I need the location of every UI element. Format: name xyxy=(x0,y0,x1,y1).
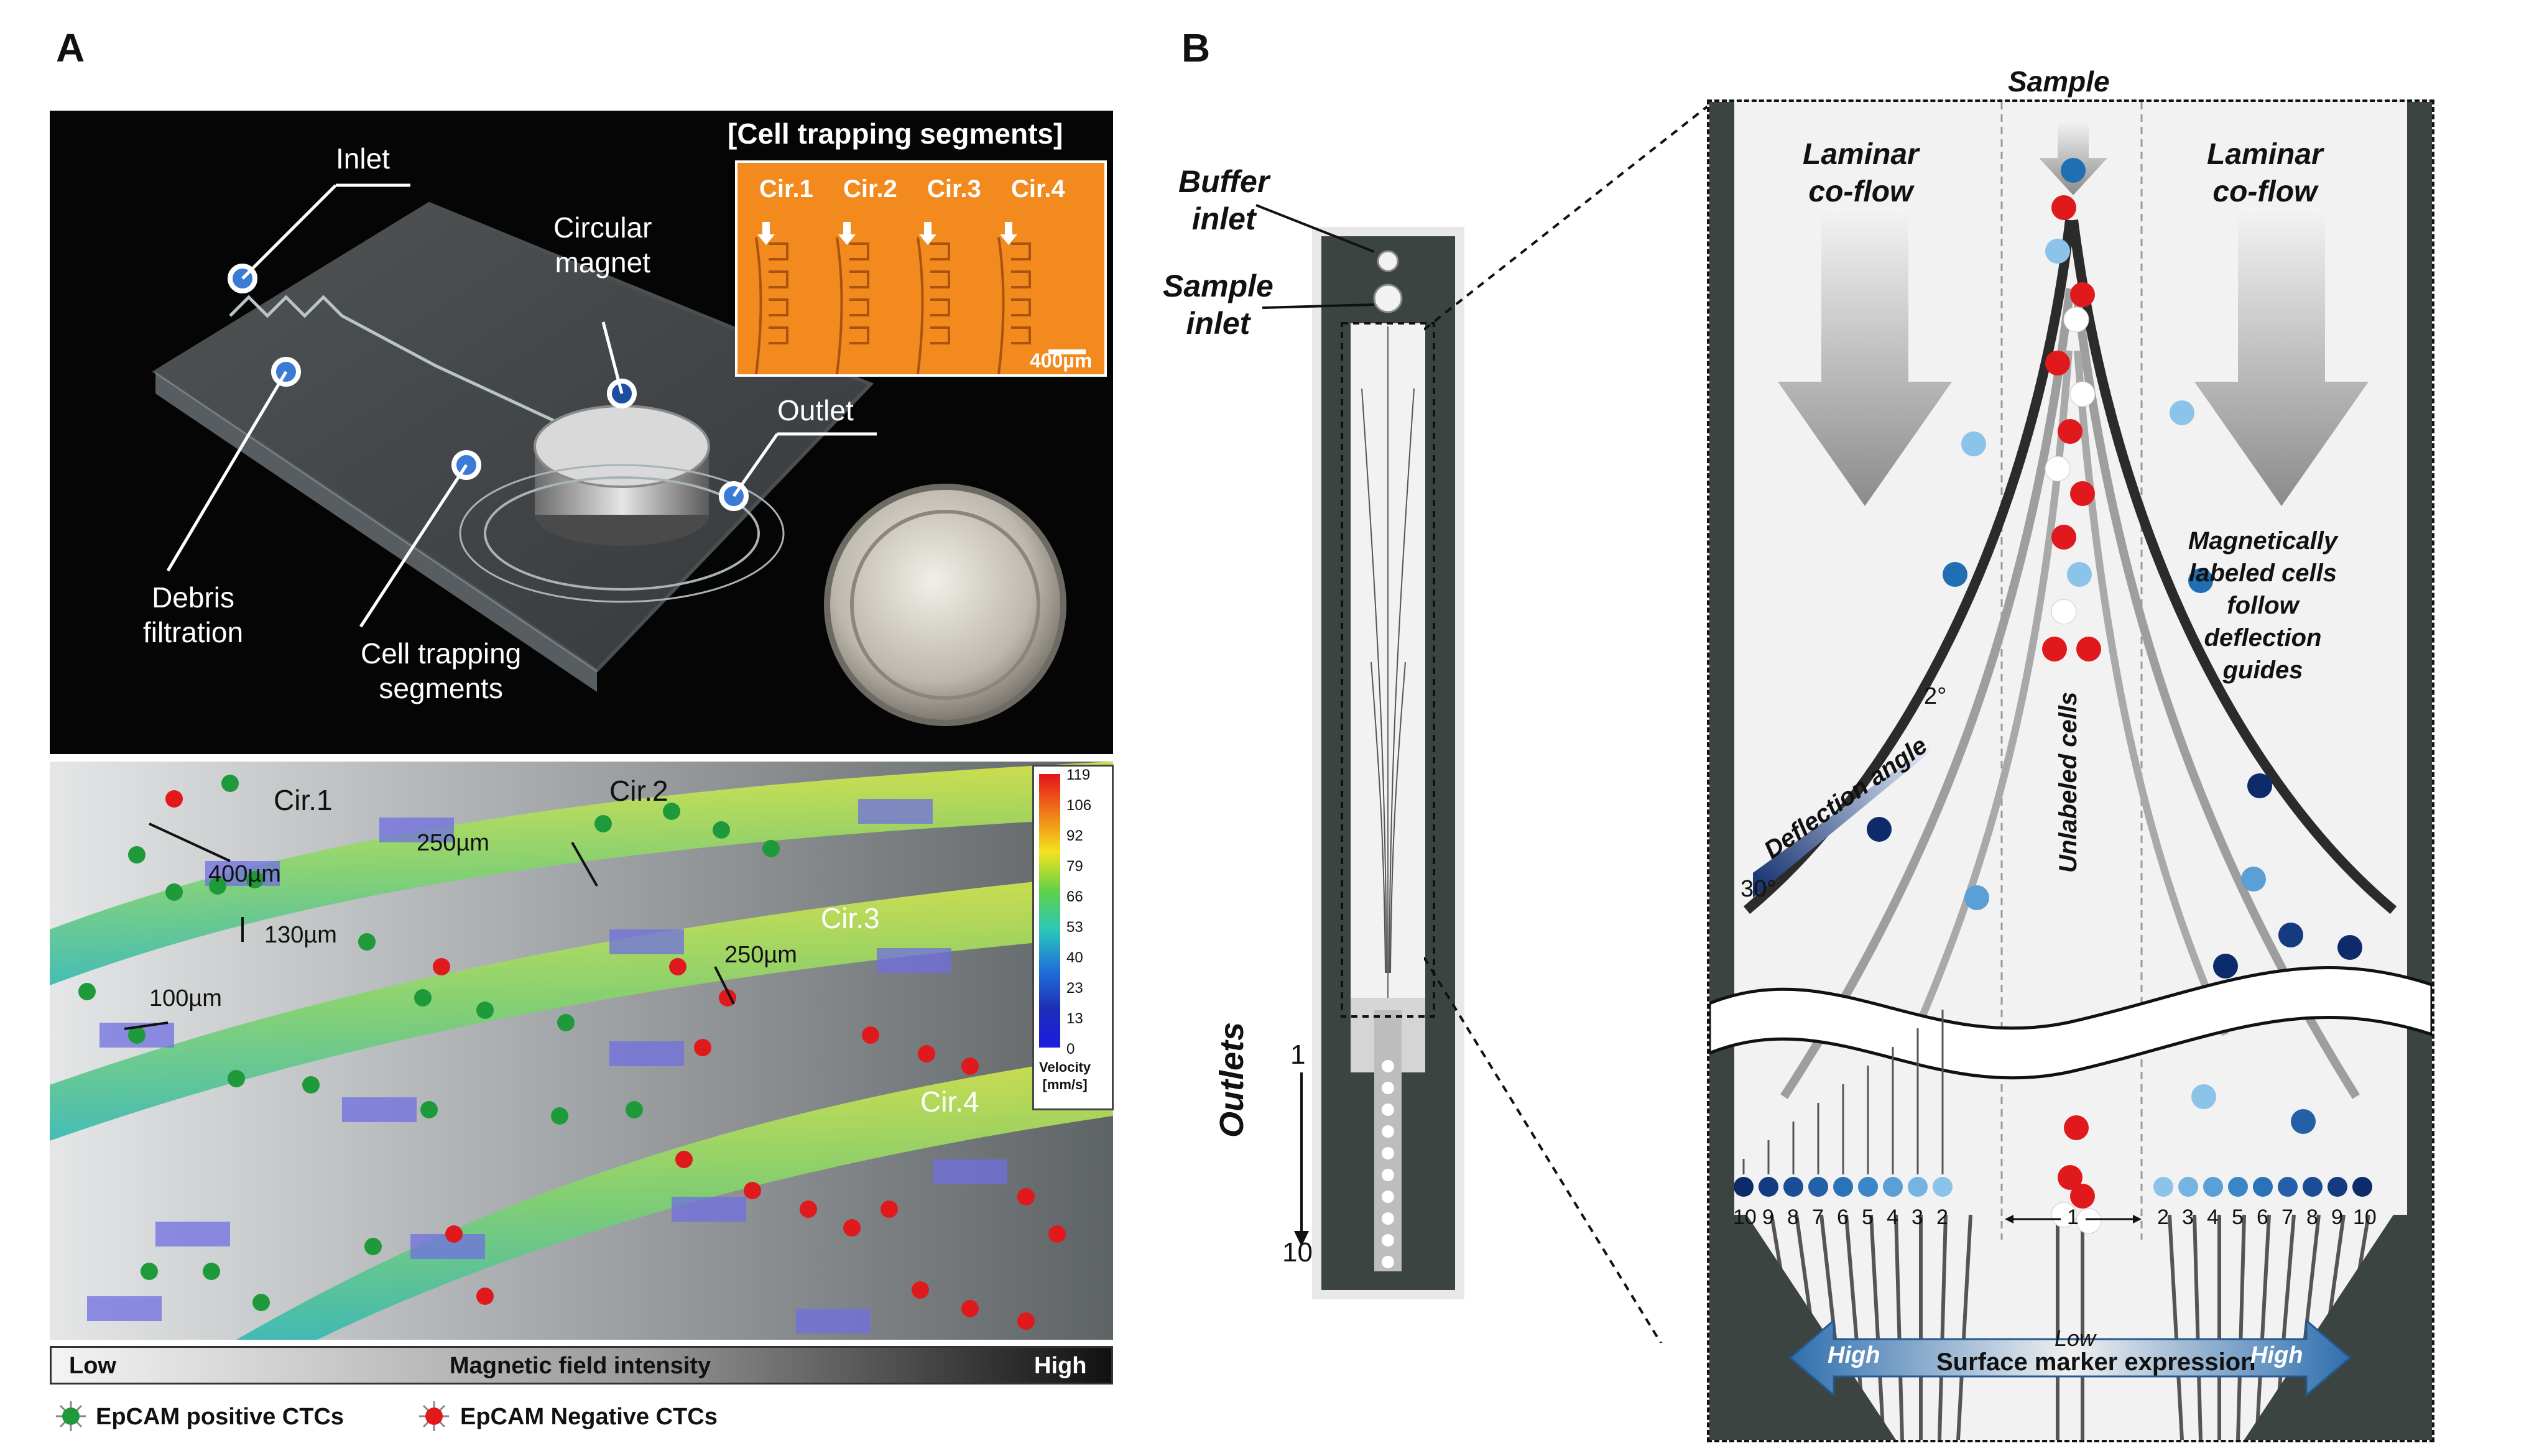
panel-a-letter: A xyxy=(56,25,85,70)
coin xyxy=(824,484,1066,726)
outlet-number: 2 xyxy=(1936,1205,1948,1229)
device-photo-art xyxy=(152,183,1066,726)
center-outlet-arrow xyxy=(2005,1215,2142,1223)
device-overview xyxy=(1312,227,1464,1299)
outlet-first: 1 xyxy=(1290,1039,1306,1070)
panel-b-letter: B xyxy=(1181,25,1211,70)
sim-cir-2: Cir.2 xyxy=(609,775,668,807)
outlet-number: 10 xyxy=(1733,1205,1757,1229)
angle-low: 2° xyxy=(1924,683,1947,709)
outlet-number: 9 xyxy=(1762,1205,1774,1229)
inlet-label: Inlet xyxy=(336,142,390,175)
velocity-tick: 53 xyxy=(1066,919,1083,936)
outlet-number: 7 xyxy=(2281,1205,2293,1229)
outlet-number: 5 xyxy=(2232,1205,2244,1229)
outlet-number: 9 xyxy=(2331,1205,2343,1229)
dim-400: 400µm xyxy=(208,861,281,887)
velocity-tick: 40 xyxy=(1066,949,1083,966)
laminar-left-label: Laminar co-flow xyxy=(1803,138,1919,208)
inset-cir-2: Cir.2 xyxy=(843,175,897,203)
schematic-art xyxy=(1708,102,2434,1440)
sim-cir-3: Cir.3 xyxy=(821,902,880,934)
outlet-number: 5 xyxy=(1862,1205,1874,1229)
trapping-inset: [Cell trapping segments] xyxy=(721,111,1113,384)
outlet-number: 3 xyxy=(2182,1205,2194,1229)
channel xyxy=(229,295,672,448)
expr-low: Low xyxy=(2055,1325,2096,1351)
expr-high-left: High xyxy=(1828,1342,1880,1368)
inset-title: [Cell trapping segments] xyxy=(728,117,1063,150)
outlets-arrow xyxy=(1294,1072,1309,1246)
outlet-number: 2 xyxy=(2157,1205,2169,1229)
legend-positive: EpCAM positive CTCs xyxy=(96,1404,344,1430)
legend: EpCAM positive CTCs EpCAM Negative CTCs xyxy=(50,1399,734,1436)
laminar-right-label: Laminar co-flow xyxy=(2207,138,2323,208)
outlet-center-number: 1 xyxy=(2067,1205,2079,1229)
inset-cir-3: Cir.3 xyxy=(927,175,981,203)
legend-negative: EpCAM Negative CTCs xyxy=(460,1404,718,1430)
gradient-title: Magnetic field intensity xyxy=(450,1353,711,1379)
expr-high-right: High xyxy=(2250,1342,2303,1368)
outlet-numbers-left: 10 9 8 7 6 5 4 3 2 xyxy=(1709,1205,1983,1237)
velocity-tick: 79 xyxy=(1066,858,1083,875)
velocity-tick: 119 xyxy=(1066,767,1091,783)
device-channels xyxy=(1341,250,1435,1271)
zoom-lines xyxy=(1424,99,1717,1343)
gradient-high: High xyxy=(1034,1353,1087,1379)
negative-cell-icon xyxy=(419,1401,449,1431)
velocity-tick: 92 xyxy=(1066,827,1083,844)
dim-250-a: 250µm xyxy=(417,830,489,856)
sim-cir-4: Cir.4 xyxy=(920,1085,979,1118)
outlet-number: 8 xyxy=(2306,1205,2318,1229)
sample-inlet-label: Sample inlet xyxy=(1163,269,1274,341)
sorting-schematic: Sample Laminar co-flow Laminar co-flow M… xyxy=(1707,65,2434,1442)
velocity-ticks: 119 106 92 79 66 53 40 23 13 0 xyxy=(1066,767,1110,1057)
gradient-low: Low xyxy=(69,1353,116,1379)
unlabeled-label: Unlabeled cells xyxy=(2055,691,2082,873)
outlets-label: Outlets xyxy=(1213,1021,1250,1138)
simulation-art xyxy=(50,762,1113,1340)
simulation-image: Cir.1 Cir.2 Cir.3 Cir.4 400µm 130µm 250µ… xyxy=(50,762,1114,1340)
dim-250-b: 250µm xyxy=(724,942,797,968)
inset-image: Cir.1 Cir.2 Cir.3 Cir.4 400µm xyxy=(735,160,1107,377)
magnetic-gradient-bar: Low Magnetic field intensity High xyxy=(50,1346,1113,1385)
trapping-label: Cell trapping segments xyxy=(361,637,522,704)
outlet-number: 8 xyxy=(1787,1205,1799,1229)
outlet-number: 6 xyxy=(1837,1205,1849,1229)
outlet-number: 4 xyxy=(2207,1205,2219,1229)
inlet-pointers xyxy=(1255,204,1375,309)
velocity-label: Velocity [mm/s] xyxy=(1039,1059,1091,1092)
outlet-number: 3 xyxy=(1911,1205,1923,1229)
guides-note: Magnetically labeled cells follow deflec… xyxy=(2188,527,2338,684)
outlet-numbers-right: 2 3 4 5 6 7 8 9 10 xyxy=(2151,1205,2425,1237)
velocity-colorbar: 119 106 92 79 66 53 40 23 13 0 Velocity … xyxy=(1032,765,1114,1110)
magnet-top xyxy=(534,405,710,488)
outlet-number: 10 xyxy=(2353,1205,2377,1229)
velocity-tick: 13 xyxy=(1066,1010,1083,1027)
expr-title: Surface marker expression xyxy=(1936,1348,2256,1376)
outlet-number: 7 xyxy=(1812,1205,1824,1229)
outlet-label: Outlet xyxy=(777,394,854,426)
inset-cir-4: Cir.4 xyxy=(1011,175,1065,203)
outlet-number: 4 xyxy=(1887,1205,1898,1229)
device-photo: Inlet Circular magnet Outlet Debris filt… xyxy=(50,111,1113,754)
dim-130: 130µm xyxy=(264,922,337,948)
velocity-tick: 0 xyxy=(1066,1041,1075,1057)
velocity-tick: 66 xyxy=(1066,888,1083,905)
positive-cell-icon xyxy=(56,1401,86,1431)
outlet-last: 10 xyxy=(1282,1237,1313,1268)
angle-high: 30° xyxy=(1740,876,1777,902)
inset-scale: 400µm xyxy=(1030,349,1093,372)
velocity-tick: 23 xyxy=(1066,980,1083,997)
sim-cir-1: Cir.1 xyxy=(274,784,333,816)
sample-label: Sample xyxy=(2008,65,2110,98)
inset-cir-1: Cir.1 xyxy=(759,175,813,203)
buffer-inlet-label: Buffer inlet xyxy=(1178,164,1270,236)
debris-label: Debris filtration xyxy=(143,581,244,648)
outlet-number: 6 xyxy=(2257,1205,2268,1229)
dim-100: 100µm xyxy=(149,985,222,1011)
velocity-tick: 106 xyxy=(1066,797,1092,814)
magnet-label: Circular magnet xyxy=(553,211,652,279)
